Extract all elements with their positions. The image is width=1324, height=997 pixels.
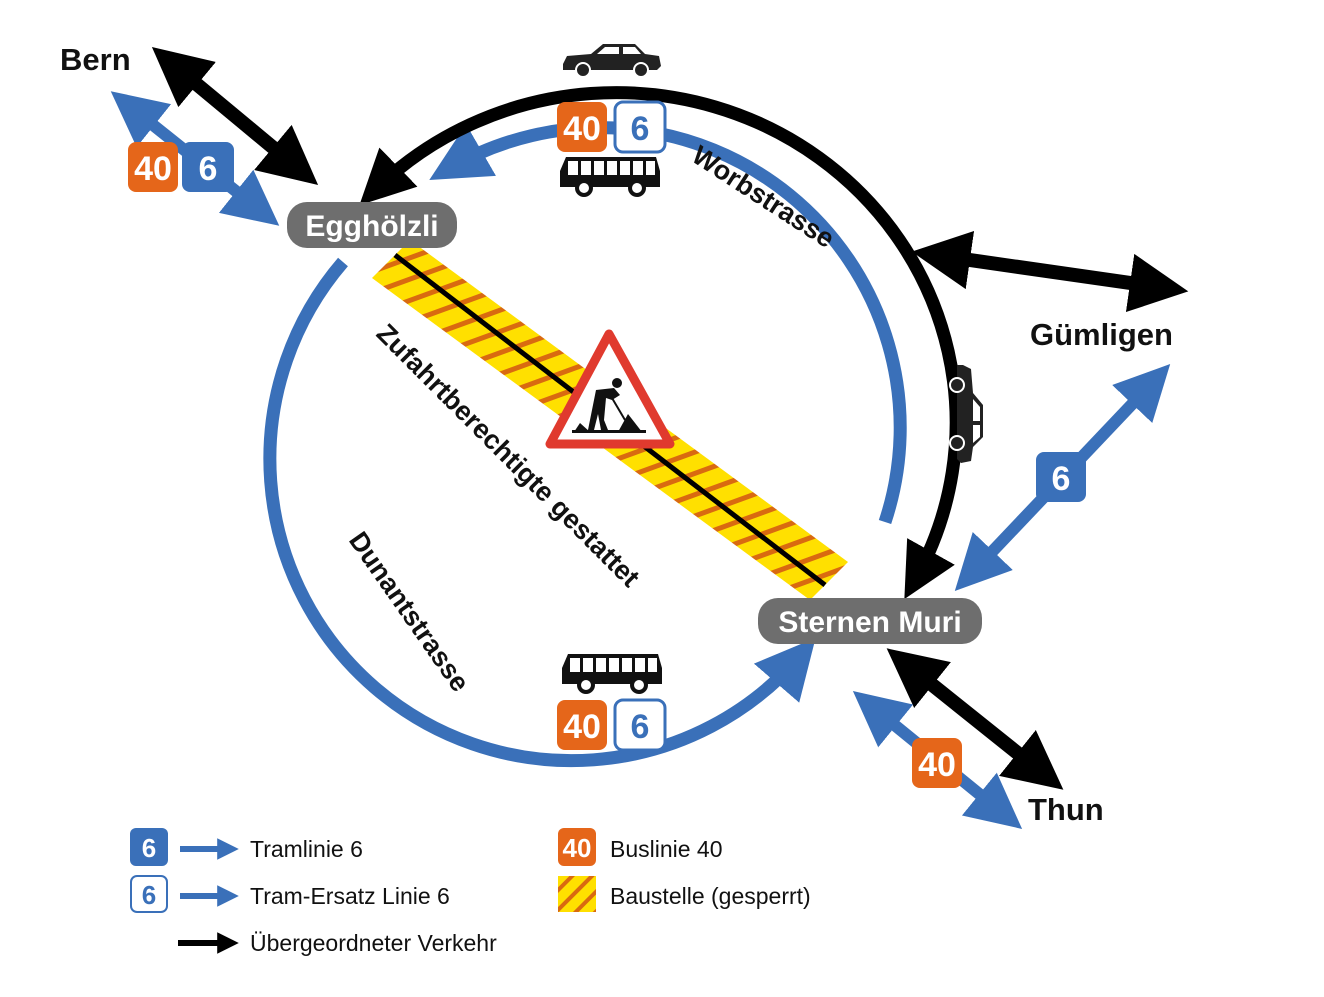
svg-text:Übergeordneter Verkehr: Übergeordneter Verkehr	[250, 930, 497, 956]
svg-text:6: 6	[1052, 460, 1071, 498]
place-label-guemligen: Gümligen	[1030, 317, 1173, 352]
svg-text:40: 40	[563, 110, 601, 148]
road-works-sign-icon	[545, 329, 675, 449]
bus-line-badge: 40	[912, 738, 962, 788]
bus-line-badge: 40	[128, 142, 178, 192]
car-icon	[563, 44, 661, 78]
stop-sternen-muri[interactable]: Sternen Muri	[758, 598, 982, 644]
bus-line-badge: 40	[557, 102, 607, 152]
legend-item-tram-replacement: 6 Tram-Ersatz Linie 6	[130, 875, 450, 913]
svg-text:6: 6	[631, 708, 650, 746]
legend-item-main-traffic: Übergeordneter Verkehr	[178, 930, 497, 956]
tram-line-badge: 6	[1036, 452, 1086, 502]
stop-label-sternen-muri: Sternen Muri	[778, 606, 961, 639]
svg-text:6: 6	[631, 110, 650, 148]
svg-text:Tram-Ersatz Linie 6: Tram-Ersatz Linie 6	[250, 883, 450, 909]
svg-text:40: 40	[918, 746, 956, 784]
svg-text:Buslinie 40: Buslinie 40	[610, 836, 723, 862]
legend: 6 Tramlinie 6 6 Tram-Ersatz Linie 6 Über…	[130, 828, 811, 956]
bus-line-badge: 40	[557, 700, 607, 750]
svg-text:6: 6	[142, 833, 156, 863]
bus-icon	[562, 654, 662, 694]
tram-line-badge: 6	[182, 142, 234, 192]
stop-label-egghoelzli: Egghölzli	[305, 210, 438, 243]
car-icon	[949, 365, 983, 463]
svg-text:Tramlinie 6: Tramlinie 6	[250, 836, 363, 862]
svg-text:40: 40	[563, 708, 601, 746]
tram-replacement-badge: 6	[613, 100, 667, 154]
stop-egghoelzli[interactable]: Egghölzli	[287, 202, 457, 248]
place-label-thun: Thun	[1028, 792, 1104, 827]
svg-text:Baustelle (gesperrt): Baustelle (gesperrt)	[610, 883, 811, 909]
legend-item-tram: 6 Tramlinie 6	[130, 828, 363, 866]
place-label-bern: Bern	[60, 42, 131, 77]
svg-text:6: 6	[199, 150, 218, 188]
svg-text:6: 6	[142, 880, 156, 910]
tram-replacement-badge: 6	[613, 698, 667, 752]
legend-item-construction: Baustelle (gesperrt)	[558, 876, 811, 912]
legend-item-bus: 40 Buslinie 40	[558, 828, 723, 866]
bus-icon	[560, 157, 660, 197]
svg-text:40: 40	[563, 833, 592, 863]
svg-text:40: 40	[134, 150, 172, 188]
